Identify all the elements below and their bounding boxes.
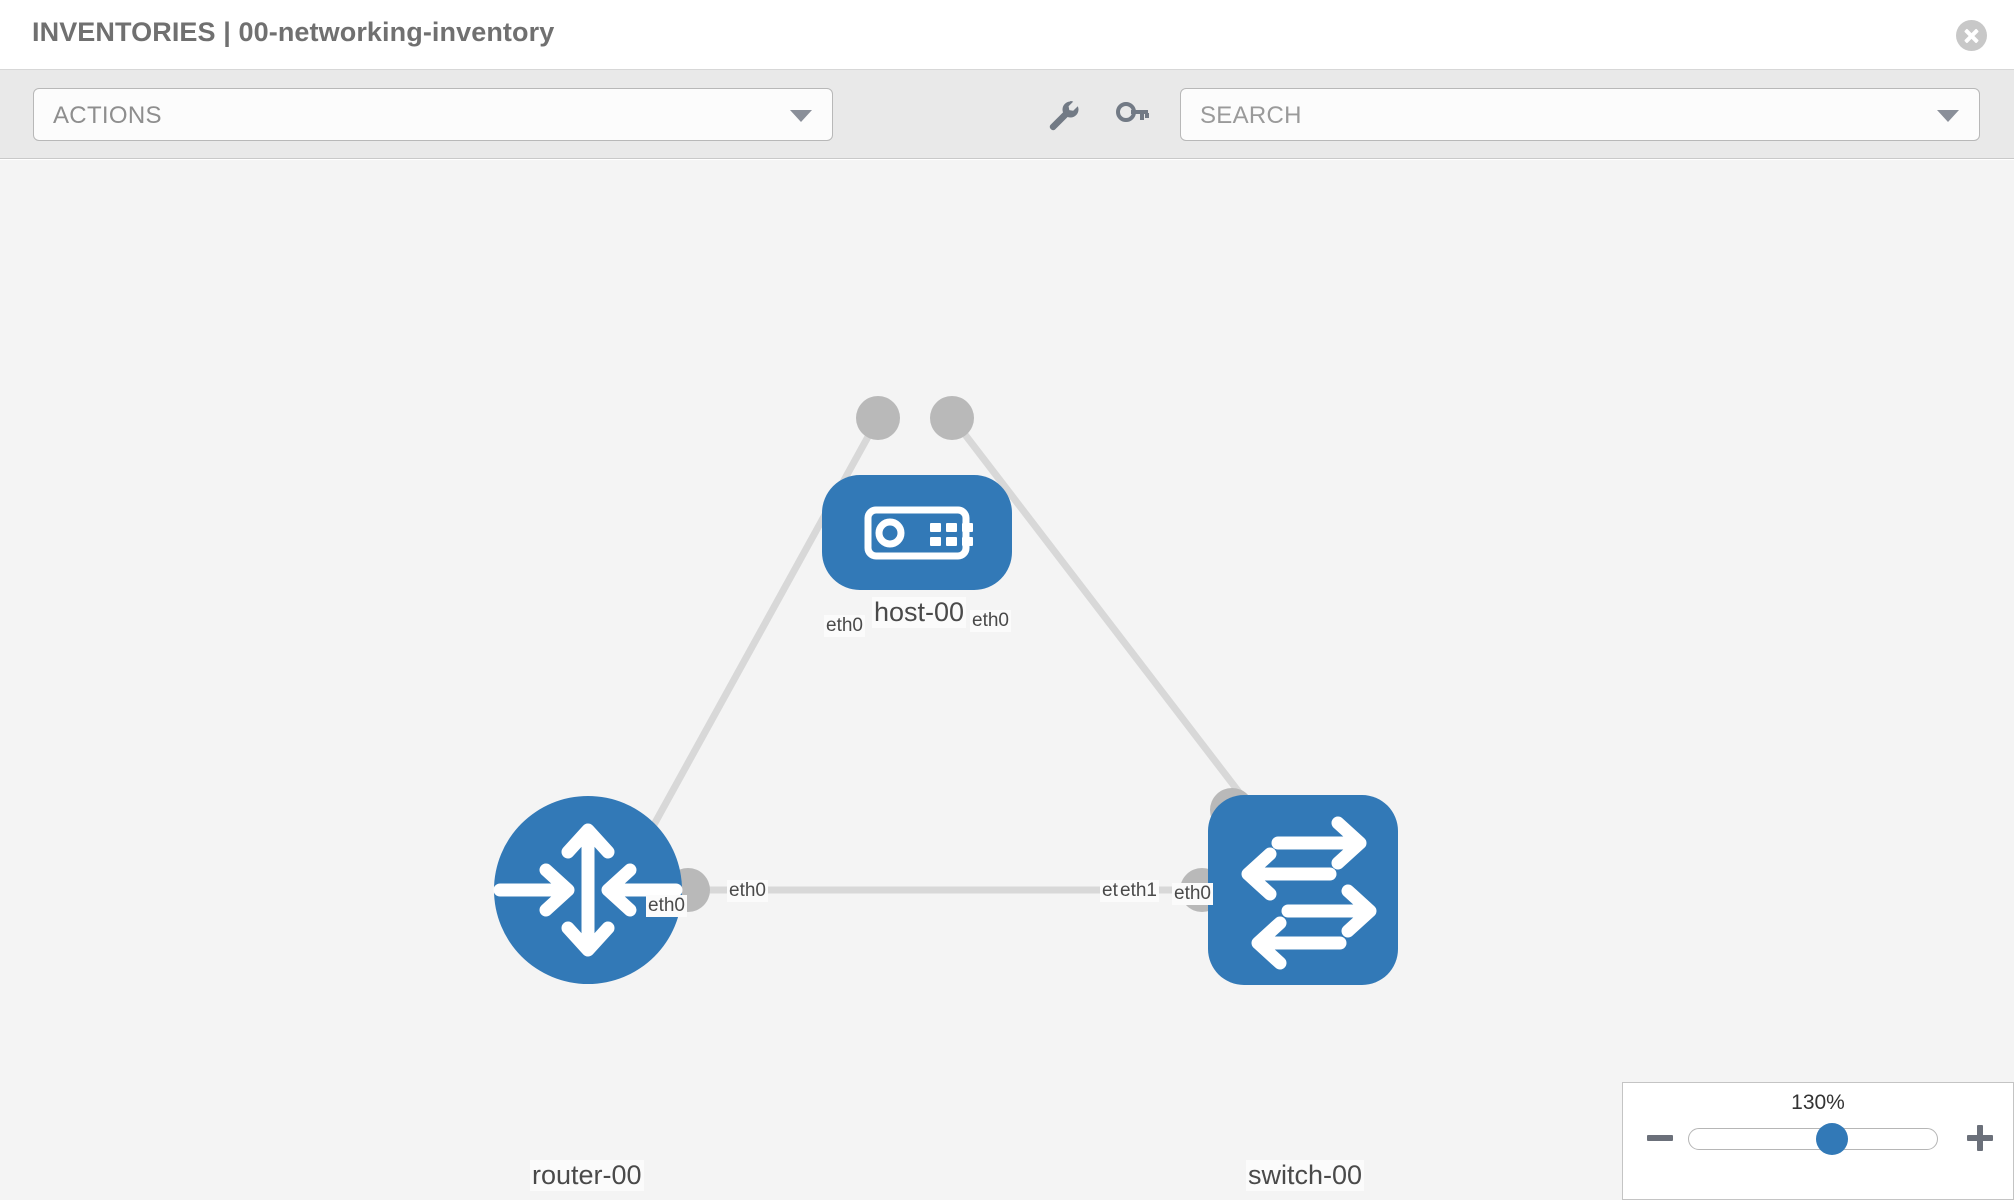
actions-dropdown[interactable]: ACTIONS xyxy=(33,88,833,141)
edge-label-host-left: eth0 xyxy=(824,615,865,637)
connector-group xyxy=(666,396,1254,912)
node-router-00 xyxy=(493,796,683,984)
toolbar: ACTIONS SEARCH xyxy=(0,70,2014,159)
minus-icon xyxy=(1647,1135,1673,1141)
wrench-icon[interactable] xyxy=(1046,98,1082,134)
connector-host-left xyxy=(856,396,900,440)
topology-canvas[interactable]: host-00 router-00 switch-00 eth0 eth0 et… xyxy=(0,160,2014,1200)
node-label-switch-00: switch-00 xyxy=(1246,1160,1365,1191)
search-input[interactable]: SEARCH xyxy=(1180,88,1980,141)
node-label-router-00: router-00 xyxy=(530,1160,644,1191)
zoom-control-panel: 130% xyxy=(1622,1082,2014,1200)
zoom-slider-thumb[interactable] xyxy=(1815,1123,1848,1155)
chevron-down-icon xyxy=(1937,110,1959,122)
chevron-down-icon xyxy=(790,110,812,122)
actions-dropdown-label: ACTIONS xyxy=(53,102,162,129)
node-switch-00 xyxy=(1208,795,1398,985)
zoom-level-value: 130% xyxy=(1791,1091,1845,1114)
close-icon[interactable] xyxy=(1956,20,1987,51)
page-header: INVENTORIES | 00-networking-inventory xyxy=(0,0,2014,70)
host-icon-dots xyxy=(930,523,973,546)
zoom-in-button[interactable] xyxy=(1965,1123,1995,1153)
edge-host-switch xyxy=(947,412,1248,803)
zoom-out-button[interactable] xyxy=(1645,1123,1675,1153)
plus-icon-vertical xyxy=(1977,1125,1983,1151)
edge-label-switch-left-b: eth1 xyxy=(1118,880,1159,902)
edge-label-router-up: eth0 xyxy=(646,895,687,917)
node-host-00 xyxy=(822,475,1012,590)
edge-label-switch-up: eth0 xyxy=(1172,883,1213,905)
key-icon[interactable] xyxy=(1114,98,1150,134)
connector-host-right xyxy=(930,396,974,440)
topology-graph xyxy=(493,396,1398,985)
page-title: INVENTORIES | 00-networking-inventory xyxy=(32,17,555,47)
edge-label-host-right: eth0 xyxy=(970,610,1011,632)
search-input-placeholder: SEARCH xyxy=(1200,102,1302,129)
node-label-host-00: host-00 xyxy=(872,597,967,628)
edge-label-router-right: eth0 xyxy=(727,880,768,902)
zoom-slider[interactable] xyxy=(1688,1123,1938,1155)
